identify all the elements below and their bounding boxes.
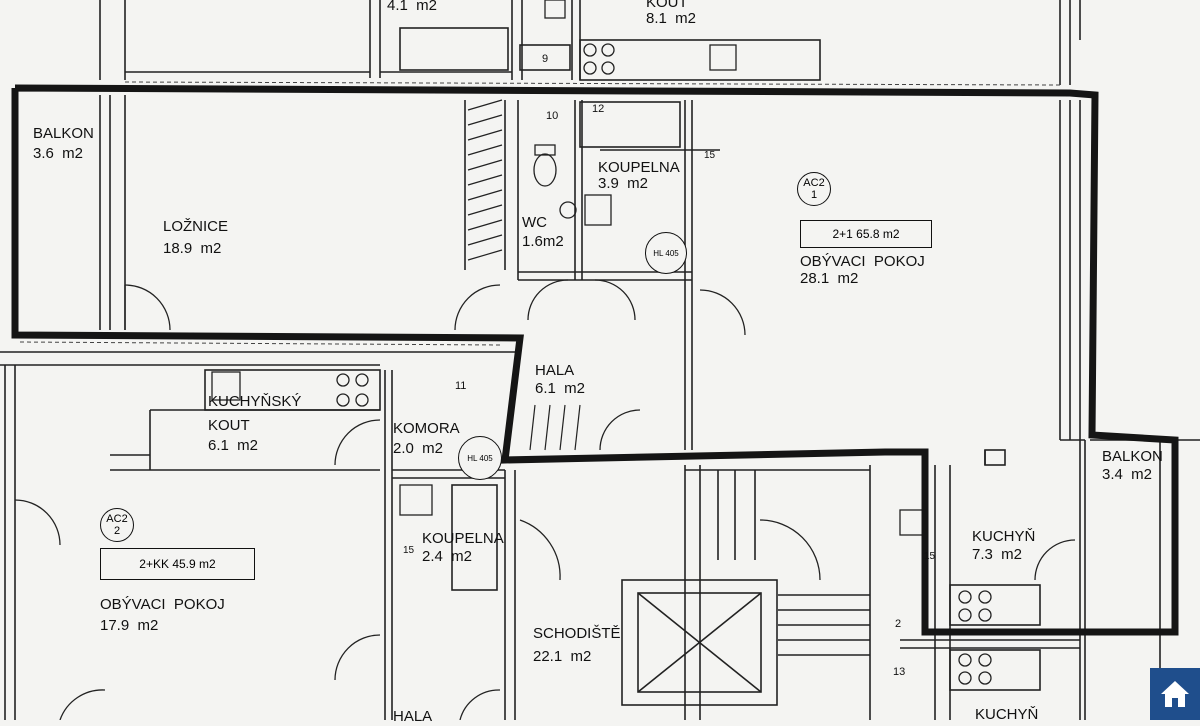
koupelna2-area: 2.4 m2: [422, 548, 473, 565]
home-icon: [1161, 681, 1189, 707]
door-swings: [14, 279, 1076, 720]
home-button[interactable]: [1150, 668, 1200, 720]
obyvaci1-name: OBÝVACI POKOJ: [800, 253, 925, 270]
wc-name: WC: [522, 214, 547, 231]
apt2-id-bottom: 2: [113, 525, 121, 537]
komora-area: 2.0 m2: [393, 440, 444, 457]
hl405-drain-komora: HL 405: [458, 436, 502, 480]
schodiste-name: SCHODIŠTĚ: [533, 625, 621, 642]
balkon1-area: 3.6 m2: [33, 145, 84, 162]
obyvaci2-area: 17.9 m2: [100, 617, 159, 634]
mark-12: 12: [592, 103, 605, 115]
komora-name: KOMORA: [393, 420, 460, 437]
apt2-summary-box: 2+KK 45.9 m2: [100, 548, 255, 580]
mark-11: 11: [455, 380, 467, 392]
balkon1-name: BALKON: [33, 125, 94, 142]
apt1-id-bottom: 1: [810, 189, 818, 201]
loznice-name: LOŽNICE: [163, 218, 229, 235]
mark-10: 10: [546, 110, 559, 122]
mark-2: 2: [895, 618, 902, 630]
mark-15-left: 15: [403, 545, 415, 556]
thin-boundary-dashed: [19, 81, 1061, 346]
kuchyn-bottom-name: KUCHYŇ: [975, 706, 1039, 723]
hl405-drain-top: HL 405: [645, 232, 687, 274]
kuchyn-name: KUCHYŇ: [972, 528, 1036, 545]
koupelna1-area: 3.9 m2: [598, 175, 649, 192]
hatch-marks: [467, 99, 581, 451]
apartment-boundary: [11, 84, 1179, 636]
hala-name: HALA: [535, 362, 575, 379]
loznice-area: 18.9 m2: [163, 240, 222, 257]
top-kout-area: 8.1 m2: [646, 10, 697, 27]
obyvaci1-area: 28.1 m2: [800, 270, 859, 287]
koupelna2-name: KOUPELNA: [422, 530, 504, 547]
apt1-summary-box: 2+1 65.8 m2: [800, 220, 932, 248]
fixtures: [211, 0, 992, 685]
hala-area: 6.1 m2: [535, 380, 586, 397]
top-room-area: 4.1 m2: [387, 0, 438, 14]
koupelna1-name: KOUPELNA: [598, 159, 680, 176]
apt1-id-top: AC2: [803, 177, 825, 189]
mark-13: 13: [893, 666, 906, 678]
apt2-id-tag: AC2 2: [100, 508, 134, 542]
top-kout-name: KOUT: [646, 0, 688, 11]
balkon2-area: 3.4 m2: [1102, 466, 1153, 483]
kout-name: KOUT: [208, 417, 250, 434]
hala-bottom-name: HALA: [393, 708, 433, 725]
obyvaci2-name: OBÝVACI POKOJ: [100, 596, 225, 613]
apt1-id-tag: AC2 1: [797, 172, 831, 206]
mark-15-top: 15: [704, 150, 716, 161]
kuchyn-area: 7.3 m2: [972, 546, 1023, 563]
apt2-id-top: AC2: [106, 513, 128, 525]
balkon2-name: BALKON: [1102, 448, 1163, 465]
mark-9: 9: [542, 53, 549, 65]
mark-15-right: 15: [924, 551, 936, 562]
schodiste-area: 22.1 m2: [533, 648, 592, 665]
kuchynsky-name: KUCHYŇSKÝ: [208, 393, 302, 410]
wc-area: 1.6m2: [522, 233, 564, 250]
kout-area: 6.1 m2: [208, 437, 259, 454]
